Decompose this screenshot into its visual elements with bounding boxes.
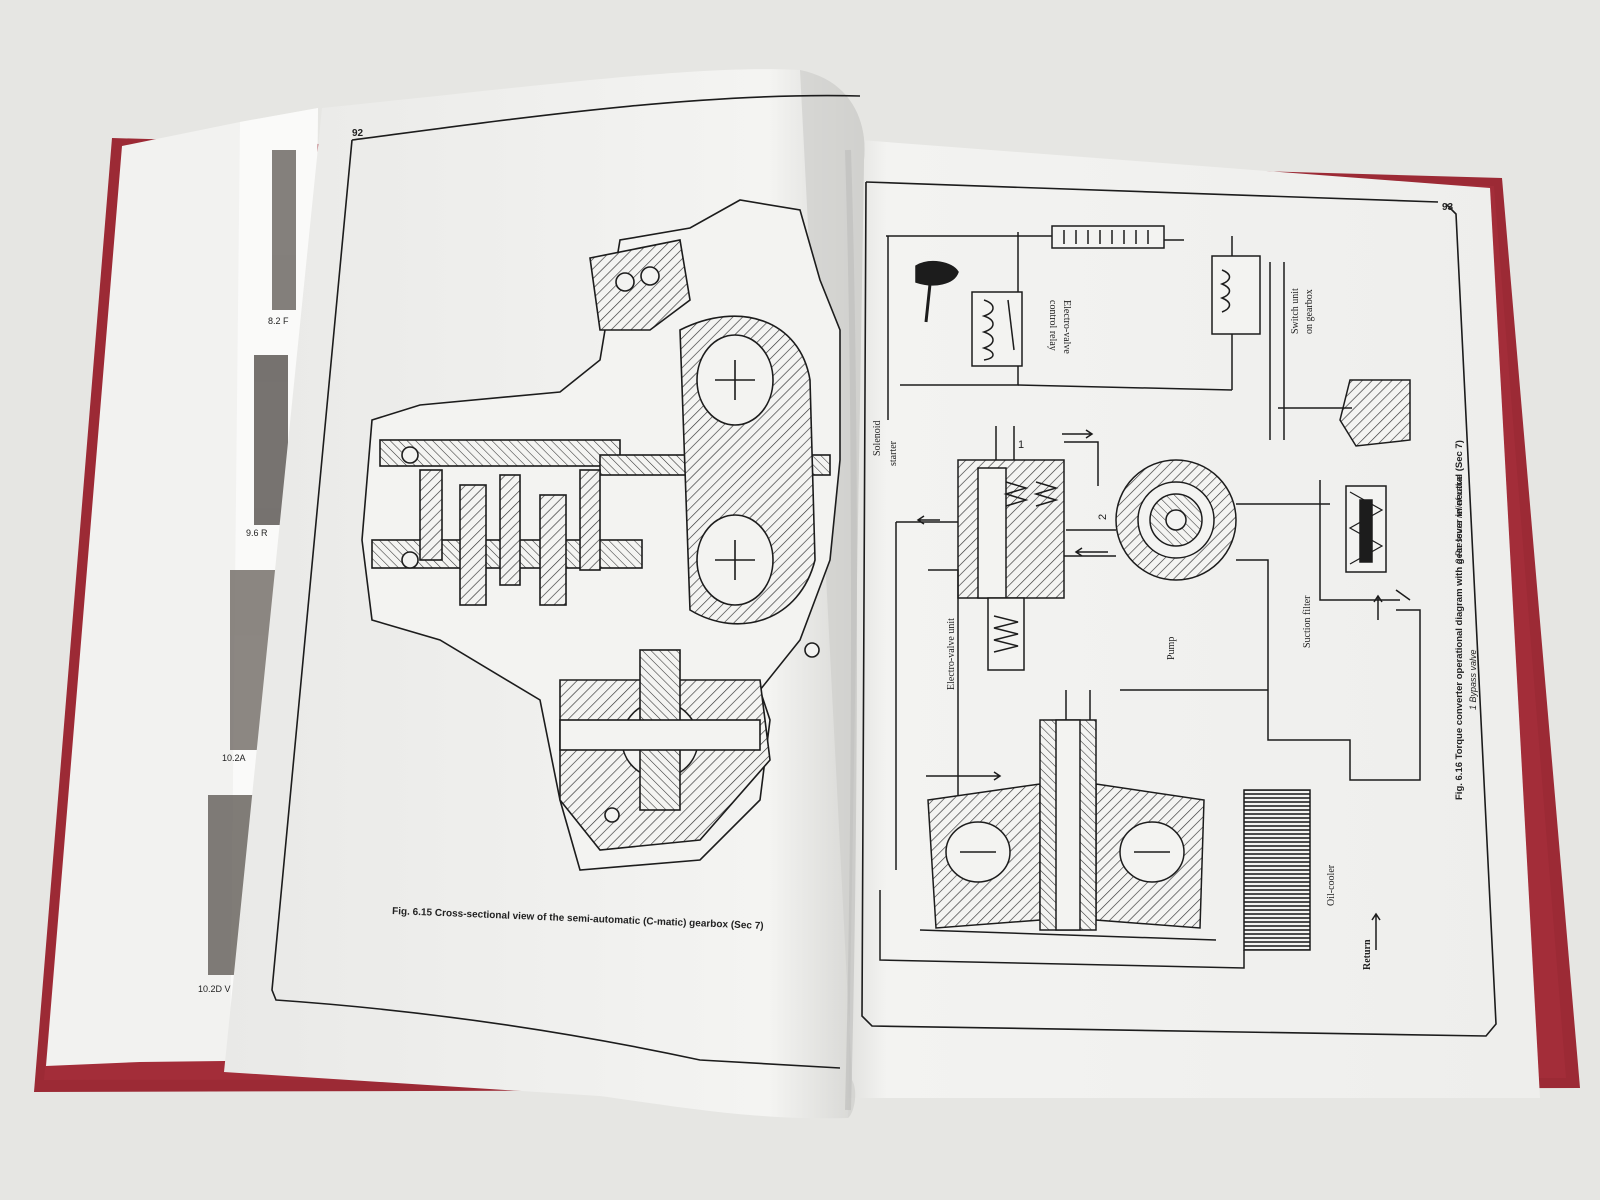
legend-item-2: 2 Pressure relief valve: [1454, 475, 1464, 565]
label-switch-2: on gearbox: [1304, 289, 1315, 334]
label-relay-1: Electro-valve: [1061, 300, 1072, 354]
left-page-frame: [271, 94, 861, 1069]
torque-converter-diagram: [879, 225, 1421, 969]
callout-1: 1: [1018, 439, 1024, 451]
right-page-frame: [861, 181, 1497, 1037]
photo-caption-4: 10.2D V: [198, 984, 231, 994]
label-return: Return: [1362, 939, 1373, 970]
callout-2: 2: [1097, 514, 1109, 520]
photo-caption-2: 9.6 R: [246, 528, 268, 538]
label-oil-cooler: Oil-cooler: [1326, 864, 1337, 906]
right-figure-caption: Fig. 6.16 Torque converter operational d…: [1454, 440, 1465, 800]
label-solenoid-1: Solenoid: [872, 420, 883, 456]
diagram-labels: Electro-valve control relay Solenoid sta…: [872, 288, 1373, 970]
photo-caption-3: 10.2A: [222, 753, 246, 763]
label-switch-1: Switch unit: [1290, 288, 1301, 334]
photo-caption-1: 8.2 F: [268, 316, 289, 326]
label-suction-filter: Suction filter: [1302, 595, 1313, 648]
label-solenoid-2: starter: [888, 440, 899, 466]
left-page-number: 92: [352, 128, 364, 139]
label-relay-2: control relay: [1047, 300, 1058, 351]
legend-item-1: 1 Bypass valve: [1468, 649, 1478, 710]
label-pump: Pump: [1166, 637, 1177, 660]
gearbox-cross-section: [361, 199, 841, 871]
right-page-number: 93: [1442, 202, 1454, 213]
label-electro-valve: Electro-valve unit: [946, 618, 957, 690]
